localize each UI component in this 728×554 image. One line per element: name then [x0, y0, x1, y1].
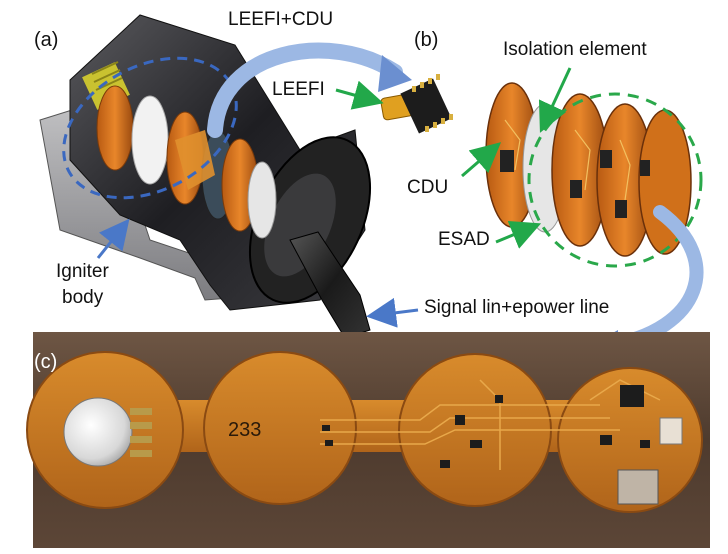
gold-contacts	[130, 408, 152, 457]
leefi-chip	[380, 74, 453, 134]
label-board-number: 233	[228, 419, 262, 441]
arrow-leefi-cdu-head	[378, 55, 412, 92]
arrow-cdu	[461, 142, 502, 178]
esad-assembly	[485, 82, 692, 257]
silver-component	[63, 397, 133, 467]
internal-discs	[96, 85, 277, 239]
label-igniter: Igniter	[56, 261, 109, 282]
arrow-leefi	[335, 80, 384, 110]
label-leefi: LEEFI	[272, 79, 325, 100]
label-body: body	[62, 287, 104, 308]
white-component	[659, 417, 683, 445]
label-isolation-element: Isolation element	[503, 39, 647, 60]
label-leefi-cdu: LEEFI+CDU	[228, 9, 334, 30]
panel-label-a: (a)	[34, 29, 59, 51]
battery-component	[617, 469, 659, 505]
arrow-isolation	[538, 67, 572, 133]
label-esad: ESAD	[438, 229, 490, 250]
panel-label-c: (c)	[34, 351, 58, 373]
signal-cable	[289, 231, 371, 339]
label-signal-line: Signal lin+epower line	[424, 297, 610, 318]
arrow-signal-line	[366, 297, 419, 328]
panel-label-b: (b)	[414, 29, 439, 51]
arrow-esad	[495, 220, 542, 249]
pcb-photo	[26, 332, 710, 548]
label-cdu: CDU	[407, 177, 449, 198]
arrow-igniter-body	[96, 218, 130, 259]
pcb-traces	[320, 379, 661, 470]
arrow-leefi-cdu-to-b	[207, 42, 403, 138]
pcb-disc-4	[557, 367, 703, 513]
igniter-cutaway	[39, 14, 372, 339]
pcb-disc-2	[203, 351, 357, 505]
highlight-circle-green	[527, 92, 703, 268]
